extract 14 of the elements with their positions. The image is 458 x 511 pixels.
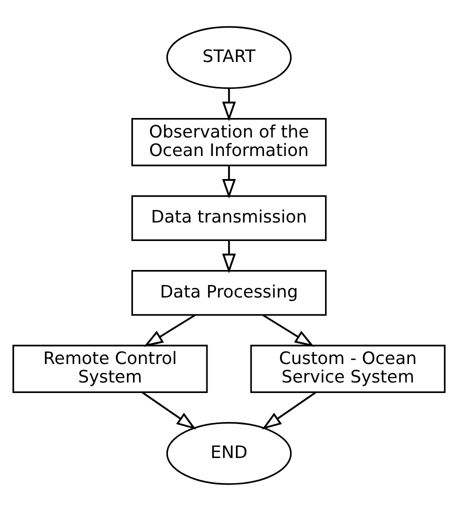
node-box: Remote Control System <box>12 344 208 393</box>
node-box: Data Processing <box>131 270 327 316</box>
arrow <box>142 392 196 430</box>
arrow <box>262 392 316 430</box>
node-box: Custom - Ocean Service System <box>250 344 446 393</box>
arrow <box>144 314 196 347</box>
node-box: Observation of the Ocean Information <box>131 118 327 166</box>
arrow <box>222 240 236 274</box>
arrow <box>262 314 314 347</box>
node-ellipse: END <box>166 422 292 485</box>
arrow <box>222 88 236 122</box>
node-ellipse: START <box>166 26 292 89</box>
node-box: Data transmission <box>131 195 327 241</box>
arrow <box>222 165 236 199</box>
